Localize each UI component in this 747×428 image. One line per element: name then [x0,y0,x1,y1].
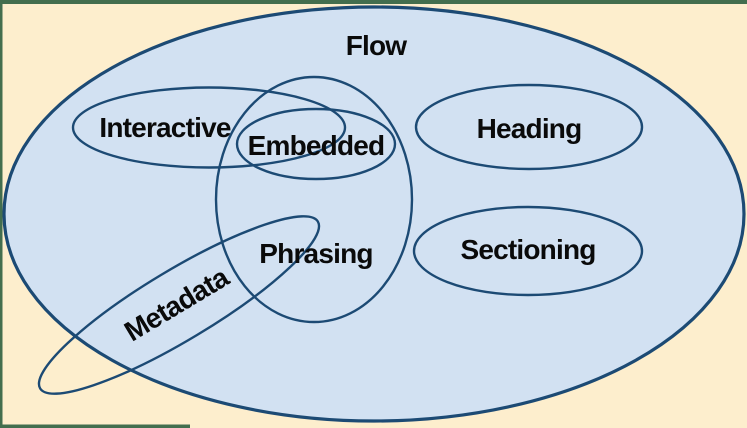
sectioning-ellipse [412,205,644,297]
flow-label: Flow [346,30,408,61]
embedded-ellipse [235,107,397,181]
embedded-label: Embedded [248,130,385,161]
frame-border-left [0,0,3,428]
frame-border-top [0,0,747,4]
sectioning-label: Sectioning [460,234,595,265]
phrasing-label: Phrasing [259,238,372,269]
frame-border-bottom-left [0,424,190,428]
interactive-label: Interactive [99,112,230,143]
flow-ellipse [2,5,746,423]
interactive-ellipse [71,86,347,169]
heading-label: Heading [477,113,582,144]
metadata-ellipse [37,215,321,395]
phrasing-ellipse [214,75,414,324]
heading-ellipse [414,83,644,171]
